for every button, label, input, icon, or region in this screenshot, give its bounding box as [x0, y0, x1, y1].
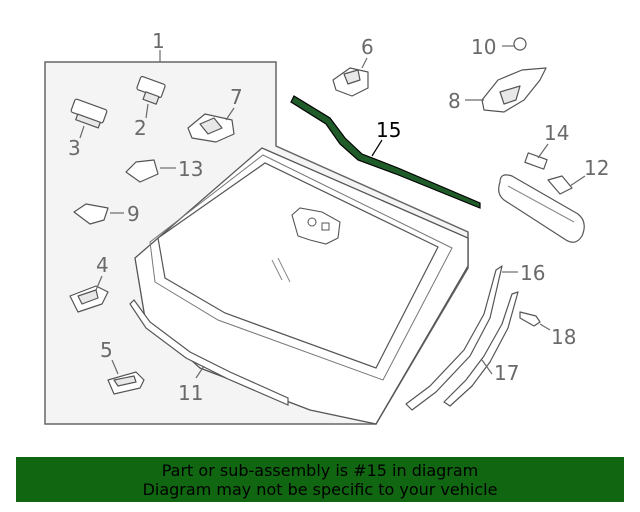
- part-13-pad: [125, 159, 159, 183]
- callout-18: 18: [551, 325, 576, 349]
- part-5-bracket: [107, 371, 145, 395]
- part-16-side-molding: [405, 265, 503, 411]
- callout-2: 2: [134, 116, 147, 140]
- callout-7: 7: [230, 85, 243, 109]
- callout-1: 1: [152, 29, 165, 53]
- callout-16: 16: [520, 261, 545, 285]
- part-14-connector: [524, 152, 548, 170]
- part-15-upper-molding: [290, 95, 481, 209]
- banner-line-2: Diagram may not be specific to your vehi…: [142, 480, 498, 499]
- part-11-lower-molding: [129, 299, 289, 406]
- callout-10: 10: [471, 35, 496, 59]
- part-17-side-molding: [443, 291, 519, 407]
- sensor-bracket-outline: [291, 207, 341, 245]
- part-4-bracket: [69, 285, 109, 313]
- part-2-mirror-mount: [136, 75, 166, 105]
- callout-4: 4: [96, 253, 109, 277]
- part-8-camera-cover: [481, 67, 547, 113]
- part-18-clip: [519, 311, 551, 331]
- callout-6: 6: [361, 35, 374, 59]
- callout-11: 11: [178, 381, 203, 405]
- callout-14: 14: [544, 121, 569, 145]
- part-3-sensor-cover: [70, 98, 108, 129]
- part-10-clip: [502, 37, 527, 51]
- callout-8: 8: [448, 89, 461, 113]
- windshield-glass: [134, 147, 469, 425]
- callout-12: 12: [584, 156, 609, 180]
- callout-13: 13: [178, 157, 203, 181]
- part-12-rearview-mirror: [498, 174, 585, 243]
- parts-diagram: 1 2 3 4 5 6: [44, 29, 609, 425]
- info-banner: Part or sub-assembly is #15 in diagram D…: [16, 457, 624, 502]
- callout-3: 3: [68, 136, 81, 160]
- callout-5: 5: [100, 338, 113, 362]
- part-9-pad: [73, 203, 109, 225]
- part-7-camera-bracket: [187, 113, 235, 143]
- banner-line-1: Part or sub-assembly is #15 in diagram: [161, 461, 479, 480]
- callout-15: 15: [376, 118, 401, 142]
- part-6-sensor-housing: [332, 67, 369, 97]
- callout-17: 17: [494, 361, 519, 385]
- callout-9: 9: [127, 202, 140, 226]
